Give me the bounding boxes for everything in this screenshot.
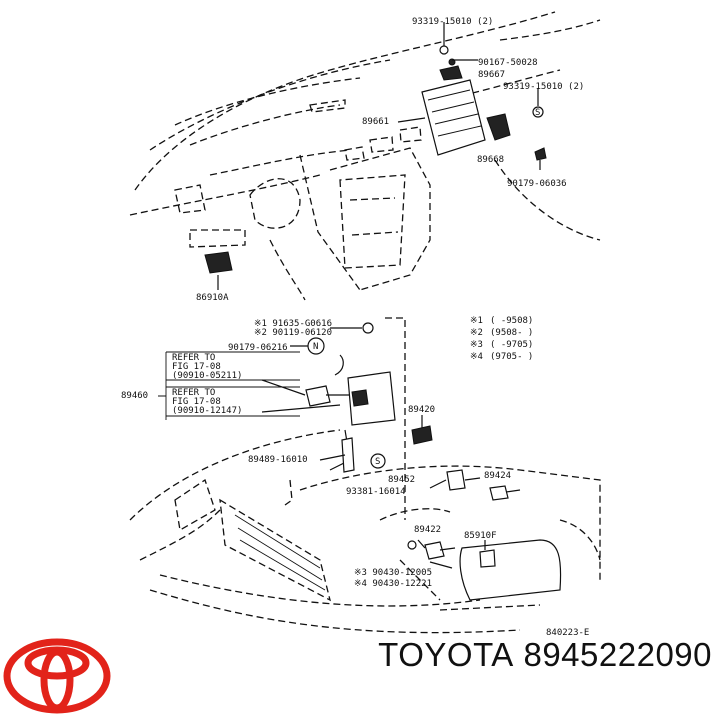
mid-parts	[290, 317, 433, 520]
legend-mark-3: ※3	[470, 340, 483, 350]
refer-brackets	[158, 351, 453, 569]
label-89420: 89420	[408, 405, 435, 415]
brand-name: TOYOTA	[378, 636, 514, 673]
labels-bottom: 89422 85910F ※3 90430-12005 ※4 90430-122…	[354, 525, 589, 638]
label-refer1-c: (90910-05211)	[172, 371, 242, 381]
engine-bay-drawing	[129, 429, 601, 634]
label-89667: 89667	[478, 70, 505, 80]
legend: ※1 ( -9508) ※2 (9508- ) ※3 ( -9705) ※4 (…	[470, 316, 533, 362]
label-refer2-c: (90910-12147)	[172, 406, 242, 416]
label-refer2-b: FIG 17-08	[172, 397, 221, 407]
label-refer1-a: REFER TO	[172, 353, 215, 363]
legend-range-3: ( -9705)	[490, 340, 533, 350]
ecu-89661	[397, 79, 486, 156]
label-89668: 89668	[477, 155, 504, 165]
labels-middle: ※1 91635-G0616 ※2 90119-06120 90179-0621…	[121, 319, 511, 497]
callout-symbols: S N S	[313, 108, 540, 467]
callout-n: N	[313, 342, 318, 352]
bracket-89668	[486, 88, 547, 170]
legend-range-4: (9705- )	[490, 352, 533, 362]
sensor-89422	[407, 540, 456, 560]
label-89460: 89460	[121, 391, 148, 401]
label-90179-mid: 90179-06216	[228, 343, 288, 353]
dashboard-drawing	[129, 11, 601, 301]
label-89422: 89422	[414, 525, 441, 535]
label-89489: 89489-16010	[248, 455, 308, 465]
part-caption: TOYOTA 8945222090	[378, 636, 712, 674]
legend-mark-1: ※1	[470, 316, 483, 326]
label-93381: 93381-16014	[346, 487, 406, 497]
legend-range-1: ( -9508)	[490, 316, 533, 326]
label-refer1-b: FIG 17-08	[172, 362, 221, 372]
label-93319-top: 93319-15010 (2)	[412, 17, 493, 27]
label-refer2-a: REFER TO	[172, 388, 215, 398]
bracket-89667	[439, 22, 478, 81]
legend-mark-4: ※4	[470, 352, 483, 362]
label-91635: ※1 91635-G0616	[254, 319, 332, 329]
sensor-89452	[446, 469, 481, 491]
toyota-logo-icon	[3, 638, 111, 714]
legend-range-2: (9508- )	[490, 328, 533, 338]
label-90430-b: ※4 90430-12221	[354, 579, 432, 589]
label-89452: 89452	[388, 475, 415, 485]
legend-mark-2: ※2	[470, 328, 483, 338]
sensor-89424	[489, 485, 521, 501]
callout-s-bottom: S	[375, 457, 380, 467]
part-number: 8945222090	[523, 636, 712, 673]
label-85910f: 85910F	[464, 531, 497, 541]
part-86910a	[204, 251, 233, 290]
label-93319-right: 93319-15010 (2)	[503, 82, 584, 92]
label-fig-code: 840223-E	[546, 628, 589, 638]
label-89424: 89424	[484, 471, 511, 481]
label-86910a: 86910A	[196, 293, 229, 303]
reservoir-85910f	[459, 539, 562, 601]
label-89661: 89661	[362, 117, 389, 127]
label-90179-top: 90179-06036	[507, 179, 567, 189]
callout-s-top: S	[535, 108, 540, 118]
label-90430-a: ※3 90430-12005	[354, 568, 432, 578]
label-90119: ※2 90119-06120	[254, 328, 332, 338]
label-90167: 90167-50028	[478, 58, 538, 68]
labels-top: 93319-15010 (2) 90167-50028 89667 93319-…	[196, 17, 584, 303]
